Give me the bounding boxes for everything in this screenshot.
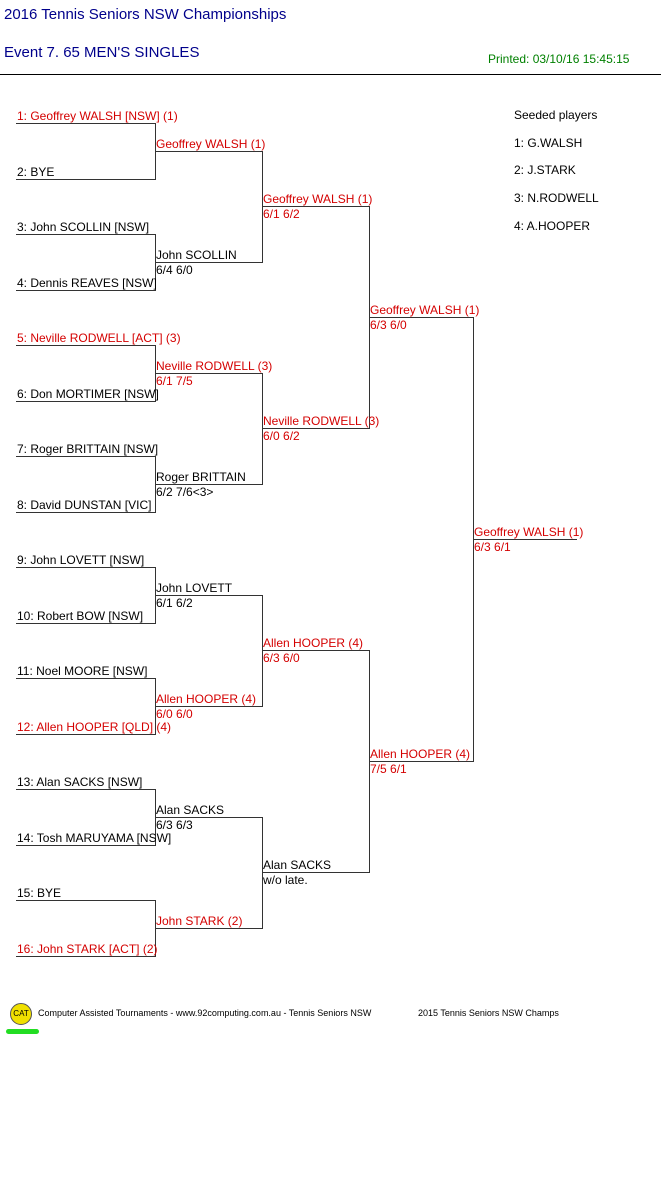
draw-entry: 16: John STARK [ACT] (2) (17, 941, 158, 956)
bracket-line-round1 (16, 622, 155, 624)
match-winner: John SCOLLIN (156, 247, 237, 262)
bracket-line-round1 (16, 234, 155, 235)
bracket-line-round1 (16, 345, 155, 346)
bracket-line-round3 (262, 872, 369, 874)
bracket-line-round3 (262, 650, 369, 652)
bracket-line-round2 (155, 927, 262, 929)
printed-timestamp: Printed: 03/10/16 15:45:15 (488, 52, 630, 66)
bracket-line-round1 (16, 844, 155, 846)
draw-entry: 13: Alan SACKS [NSW] (17, 775, 143, 789)
draw-entry: 15: BYE (17, 886, 62, 900)
bracket-line-round2 (155, 261, 262, 263)
draw-entry: 3: John SCOLLIN [NSW] (17, 220, 150, 234)
bracket-connector (369, 317, 474, 763)
bracket-connector (155, 150, 263, 263)
match-winner: Geoffrey WALSH (1) (156, 136, 266, 151)
bracket-line-round1 (16, 789, 155, 790)
bracket-connector (155, 372, 263, 485)
bracket-connector (262, 206, 370, 430)
footer-event: 2015 Tennis Seniors NSW Champs (418, 1008, 559, 1018)
bracket-line-round2 (155, 594, 262, 596)
page-title: 2016 Tennis Seniors NSW Championships (4, 6, 287, 23)
match-score: 6/4 6/0 (156, 262, 193, 277)
bracket-line-round1 (16, 678, 155, 679)
footer-credit: Computer Assisted Tournaments - www.92co… (38, 1008, 372, 1018)
match-score: 6/3 6/0 (370, 318, 407, 333)
bracket-connector (155, 816, 263, 929)
draw-entry: 10: Robert BOW [NSW] (17, 608, 144, 623)
draw-entry: 6: Don MORTIMER [NSW] (17, 386, 159, 401)
match-winner: Neville RODWELL (3) (156, 358, 273, 373)
match-score: 6/1 6/2 (156, 595, 193, 610)
match-score: w/o late. (263, 873, 308, 888)
cat-logo: CAT (10, 1003, 32, 1025)
draw-entry: 1: Geoffrey WALSH [NSW] (1) (17, 109, 178, 123)
seeded-player-2: 2: J.STARK (514, 163, 576, 177)
cat-logo-underline (6, 1029, 39, 1034)
seeded-player-1: 1: G.WALSH (514, 136, 583, 150)
bracket-line-round1 (16, 900, 155, 901)
seeded-heading: Seeded players (514, 108, 598, 122)
match-winner: Neville RODWELL (3) (263, 414, 380, 429)
bracket-connector (155, 594, 263, 707)
seeded-player-3: 3: N.RODWELL (514, 191, 599, 205)
match-score: 6/2 7/6<3> (156, 484, 214, 499)
bracket-line-round1 (16, 733, 155, 735)
match-score: 7/5 6/1 (370, 762, 407, 777)
bracket-line-round1 (16, 511, 155, 513)
bracket-connector (262, 650, 370, 874)
bracket-line-round2 (155, 150, 262, 152)
match-winner: Geoffrey WALSH (1) (474, 525, 584, 540)
match-winner: Alan SACKS (156, 802, 225, 817)
match-score: 6/0 6/2 (263, 429, 300, 444)
match-score: 6/0 6/0 (156, 706, 193, 721)
match-winner: Geoffrey WALSH (1) (263, 192, 373, 207)
draw-entry: 4: Dennis REAVES [NSW] (17, 275, 157, 290)
match-winner: Allen HOOPER (4) (156, 691, 257, 706)
bracket-line-round1 (16, 178, 155, 180)
bracket-line-round2 (155, 372, 262, 374)
seeded-player-4: 4: A.HOOPER (514, 219, 591, 233)
match-score: 6/3 6/1 (474, 540, 511, 555)
draw-entry: 9: John LOVETT [NSW] (17, 553, 145, 567)
bracket-line-round3 (262, 206, 369, 208)
draw-entry: 2: BYE (17, 164, 55, 179)
match-winner: Allen HOOPER (4) (370, 747, 471, 762)
draw-entry: 14: Tosh MARUYAMA [NSW] (17, 830, 172, 845)
match-winner: John STARK (2) (156, 913, 243, 928)
draw-entry: 12: Allen HOOPER [QLD] (4) (17, 719, 172, 734)
bracket-line-round1 (16, 123, 155, 124)
match-winner: Alan SACKS (263, 858, 332, 873)
match-winner: Geoffrey WALSH (1) (370, 303, 480, 318)
bracket-line-round1 (16, 400, 155, 402)
match-score: 6/3 6/0 (263, 651, 300, 666)
match-score: 6/3 6/3 (156, 817, 193, 832)
match-winner: John LOVETT (156, 580, 233, 595)
match-score: 6/1 7/5 (156, 373, 193, 388)
bracket-line-round4 (369, 761, 473, 763)
draw-entry: 11: Noel MOORE [NSW] (17, 664, 148, 678)
bracket-line-round1 (16, 456, 155, 457)
bracket-line-round1 (16, 289, 155, 291)
bracket-line-round3 (262, 428, 369, 430)
bracket-line-round1 (16, 955, 155, 957)
draw-entry: 8: David DUNSTAN [VIC] (17, 497, 152, 512)
event-title: Event 7. 65 MEN'S SINGLES (4, 44, 200, 61)
bracket-line-round2 (155, 705, 262, 707)
draw-entry: 5: Neville RODWELL [ACT] (3) (17, 331, 181, 345)
header-divider (0, 74, 661, 75)
bracket-line-round2 (155, 483, 262, 485)
bracket-line-round2 (155, 816, 262, 818)
match-winner: Roger BRITTAIN (156, 469, 246, 484)
bracket-line-final (473, 539, 577, 541)
bracket-line-round4 (369, 317, 473, 319)
draw-entry: 7: Roger BRITTAIN [NSW] (17, 442, 159, 456)
bracket-line-round1 (16, 567, 155, 568)
match-score: 6/1 6/2 (263, 207, 300, 222)
match-winner: Allen HOOPER (4) (263, 636, 364, 651)
